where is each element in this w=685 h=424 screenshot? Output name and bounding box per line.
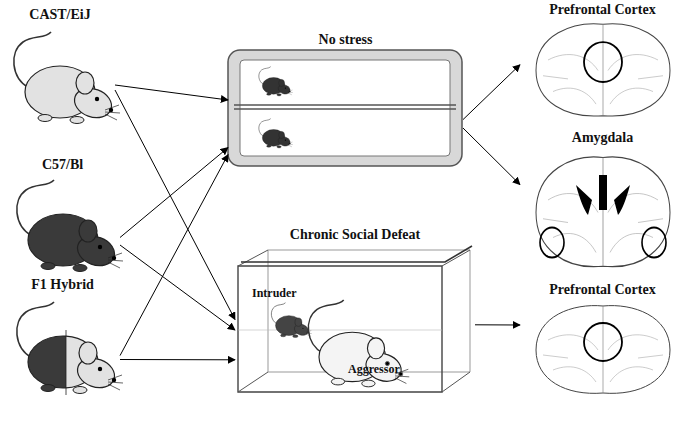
mouse-cast [14,32,120,124]
brain-region: Amygdala [520,128,685,273]
home-cage [228,50,462,166]
condition-cage: No stress [228,30,463,170]
strain-mouse: CAST/EiJ [5,5,115,130]
node-title: C57/Bl [5,157,120,173]
mouse-c57 [17,180,123,272]
brain-region: Prefrontal Cortex [520,280,685,405]
mouse-f1 [17,302,123,395]
strain-mouse: C57/Bl [5,155,120,280]
arrow-connector [115,85,228,100]
defeat-cage [238,246,472,392]
arrow-connector [120,148,228,238]
node-title: Prefrontal Cortex [520,2,685,18]
pfc-slice [536,306,670,394]
arrow-connector [120,245,235,330]
brain-region: Prefrontal Cortex [520,0,685,122]
node-title: No stress [228,32,463,48]
node-title: Prefrontal Cortex [520,282,685,298]
pfc-slice [536,24,670,116]
amygdala-slice [536,157,670,267]
arrow-connector [115,90,235,320]
arrow-connector [120,359,235,360]
arrow-connector [463,65,520,120]
arrow-connector [463,128,520,185]
node-title: CAST/EiJ [5,7,115,23]
arrow-connector [475,324,520,325]
arrow-connector [120,155,228,356]
node-title: F1 Hybrid [5,277,120,293]
node-title: Chronic Social Defeat [235,227,475,243]
figure-label: Aggressor [348,362,400,377]
node-title: Amygdala [520,130,685,146]
figure-label: Intruder [252,286,297,301]
strain-mouse: F1 Hybrid [5,275,120,405]
